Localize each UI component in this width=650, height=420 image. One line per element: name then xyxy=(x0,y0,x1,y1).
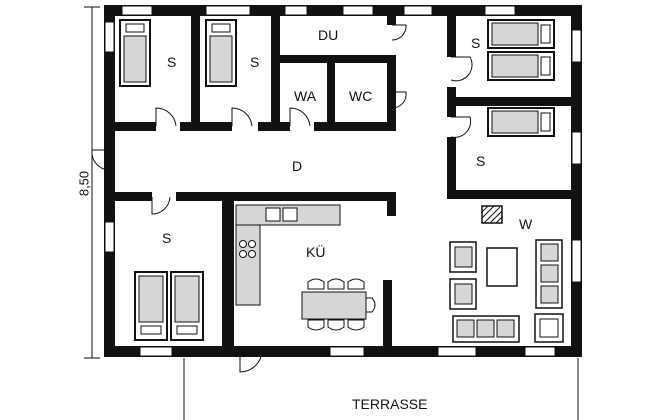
fireplace-icon xyxy=(481,205,503,224)
dimension-line xyxy=(84,6,100,359)
bed-bottom-left-b xyxy=(170,271,204,341)
room-label-hallway: D xyxy=(292,158,303,174)
room-label-bedroom-top-left: S xyxy=(167,54,177,70)
dimension-label: 8,50 xyxy=(76,170,92,197)
coffee-table xyxy=(486,247,518,287)
room-label-toilet: WC xyxy=(349,88,373,104)
room-label-living-room: W xyxy=(519,216,533,232)
armchair-upper xyxy=(449,241,477,273)
side-table xyxy=(534,313,564,343)
sink-icon xyxy=(265,207,298,222)
dining-table xyxy=(301,278,376,331)
room-label-bedroom-bottom-left: S xyxy=(162,230,172,246)
room-label-washroom: WA xyxy=(294,88,317,104)
sofa-right xyxy=(535,239,563,309)
room-label-shower: DU xyxy=(318,27,339,43)
beds xyxy=(119,19,555,341)
bed-top-middle xyxy=(205,19,237,87)
sofa-bottom xyxy=(452,315,520,343)
room-label-bedroom-top-right: S xyxy=(471,35,481,51)
interior-walls xyxy=(104,5,577,357)
stove-icon xyxy=(239,240,256,258)
windows xyxy=(104,5,582,357)
room-label-bedroom-right: S xyxy=(476,153,486,169)
room-label-kitchen: KÜ xyxy=(306,244,326,260)
door-swings xyxy=(91,24,473,373)
bed-bottom-left-a xyxy=(134,271,168,341)
living-furniture xyxy=(449,239,564,343)
kitchen-counter xyxy=(235,204,341,306)
bed-top-right-upper xyxy=(487,19,555,49)
bed-top-left xyxy=(119,19,151,87)
chair-end xyxy=(365,297,376,313)
chairs-top xyxy=(307,278,365,290)
armchair-lower xyxy=(449,278,477,310)
terrace-label: TERRASSE xyxy=(352,396,428,412)
terrace-outline xyxy=(183,358,579,420)
bed-right xyxy=(487,107,555,137)
chairs-bottom xyxy=(307,319,365,331)
bed-top-right-lower xyxy=(487,51,555,81)
room-label-bedroom-top-middle: S xyxy=(250,54,260,70)
